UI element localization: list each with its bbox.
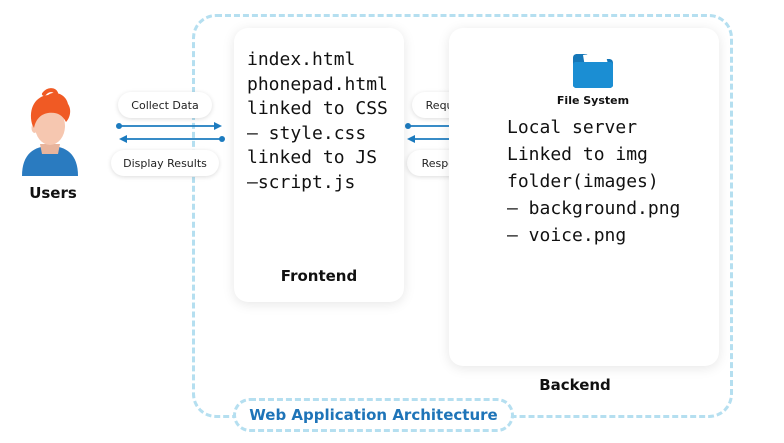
frontend-line: – style.css <box>247 122 367 144</box>
file-system-label: File System <box>556 94 630 107</box>
backend-line: folder(images) <box>507 171 659 192</box>
frontend-card <box>234 28 404 302</box>
folder-icon <box>573 52 613 88</box>
backend-line: – voice.png <box>507 225 627 246</box>
collect-data-label: Collect Data <box>118 92 212 118</box>
architecture-title-text: Web Application Architecture <box>249 406 498 424</box>
backend-line: Linked to img <box>507 144 648 165</box>
display-results-arrow <box>119 135 225 143</box>
frontend-line: index.html <box>247 49 356 70</box>
frontend-line: –script.js <box>247 171 356 193</box>
backend-line: – background.png <box>507 198 681 219</box>
user-avatar-icon <box>22 88 78 176</box>
frontend-line: linked to JS <box>247 147 378 169</box>
backend-line: Local server <box>507 117 638 138</box>
collect-data-arrow <box>116 122 222 130</box>
frontend-line: phonepad.html <box>247 73 388 95</box>
backend-caption: Backend <box>539 376 611 394</box>
frontend-file-list: index.html phonepad.html linked to CSS –… <box>247 48 388 196</box>
users-label: Users <box>29 184 77 202</box>
backend-file-list: Local server Linked to img folder(images… <box>507 114 680 249</box>
display-results-label: Display Results <box>111 150 219 176</box>
frontend-caption: Frontend <box>280 267 358 285</box>
frontend-line: linked to CSS <box>247 98 388 120</box>
architecture-title: Web Application Architecture <box>233 398 514 432</box>
